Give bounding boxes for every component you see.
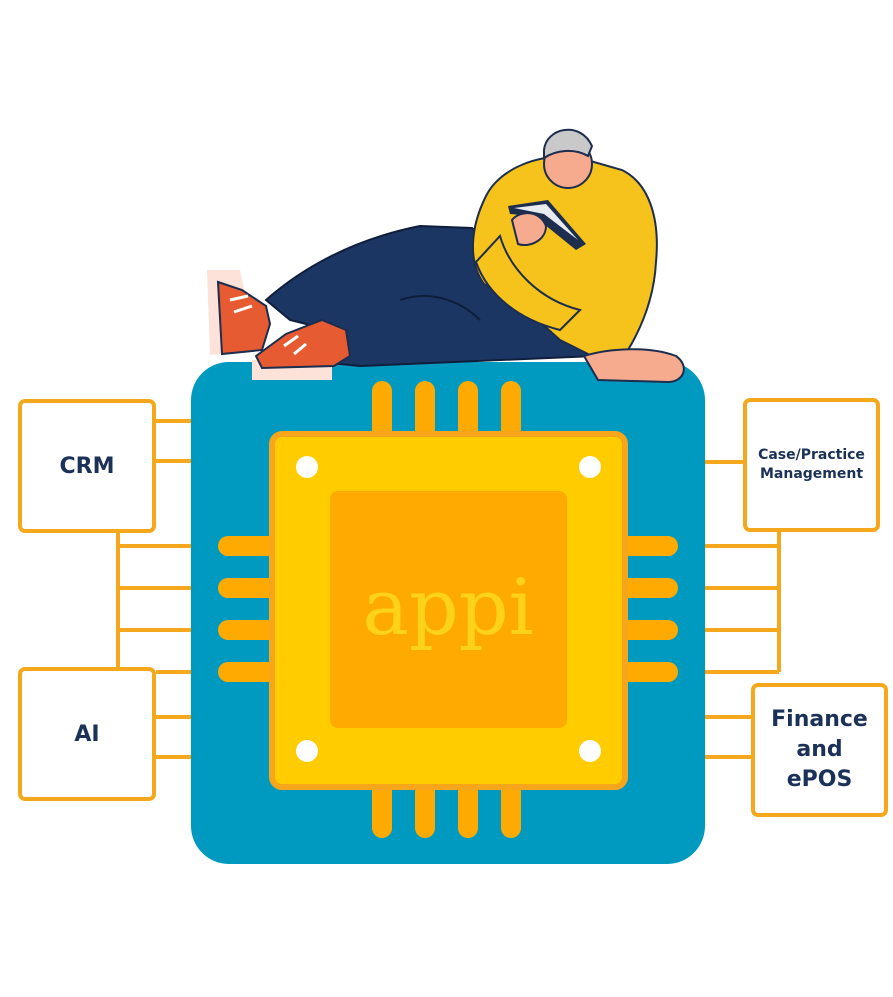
left-pins (218, 536, 284, 682)
chip-inner (330, 491, 567, 728)
chip-screws (296, 456, 601, 762)
hand-left (510, 212, 548, 246)
module-crm: CRM (18, 399, 156, 533)
chip-logo: appi (362, 563, 533, 653)
module-ai: AI (18, 667, 156, 801)
hat (543, 128, 594, 160)
top-pins (372, 381, 521, 443)
module-case-practice: Case/Practice Management (743, 398, 880, 532)
module-ai-label: AI (74, 721, 100, 747)
module-finance: Finance and ePOS (751, 683, 888, 817)
shoe-back (207, 270, 272, 356)
module-crm-label: CRM (59, 453, 115, 479)
bottom-pins (372, 780, 521, 838)
module-finance-label: Finance and ePOS (771, 707, 868, 792)
shoe-front (252, 318, 352, 380)
hand-right (582, 348, 685, 384)
right-pins (612, 536, 678, 682)
module-case-practice-label: Case/Practice Management (758, 447, 865, 482)
person-illustration (207, 128, 685, 384)
